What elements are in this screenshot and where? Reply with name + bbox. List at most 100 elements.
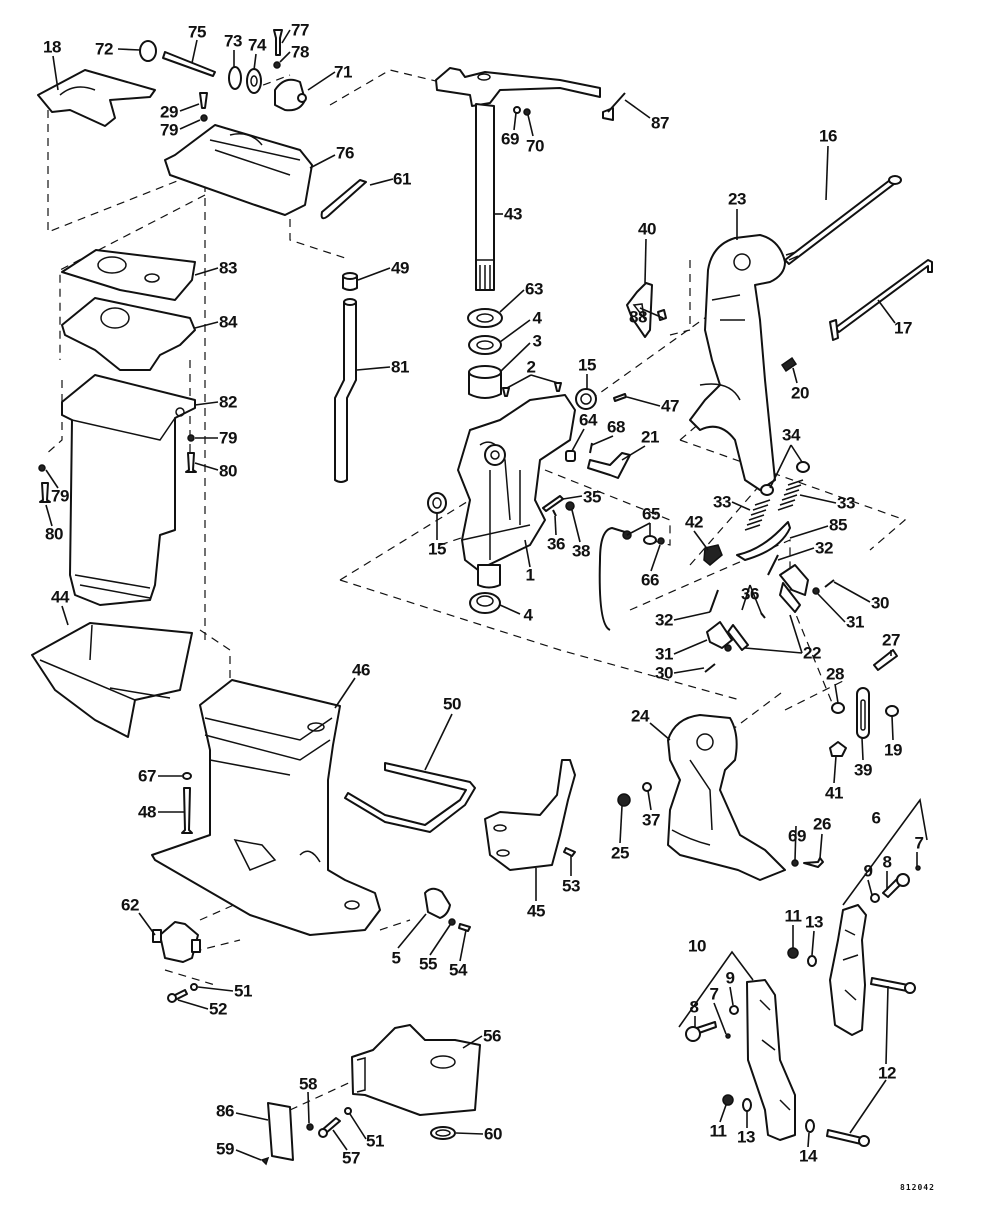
- callout-77: 77: [291, 20, 309, 40]
- part-15-washer-upper: [575, 388, 597, 410]
- part-43-stem: [475, 103, 495, 291]
- callout-8: 8: [882, 852, 892, 872]
- part-5-cap: [424, 887, 451, 919]
- callout-41: 41: [825, 783, 843, 803]
- callout-63: 63: [525, 279, 543, 299]
- callout-67: 67: [138, 766, 156, 786]
- part-69-nut-b: [791, 859, 799, 867]
- callout-85: 85: [829, 515, 847, 535]
- callout-79: 79: [160, 120, 178, 140]
- callout-86: 86: [216, 1101, 234, 1121]
- callout-52: 52: [209, 999, 227, 1019]
- callout-88: 88: [629, 307, 647, 327]
- part-61-tube: [320, 179, 367, 220]
- callout-82: 82: [219, 392, 237, 412]
- callout-36: 36: [741, 584, 759, 604]
- figure-id: 812042: [900, 1183, 935, 1192]
- part-68-pin: [589, 442, 593, 454]
- callout-34: 34: [782, 425, 800, 445]
- part-19-washer: [885, 705, 899, 717]
- part-45-lower-cover: [484, 759, 576, 871]
- part-11-nut-a: [787, 947, 799, 959]
- part-36-pin: [552, 509, 557, 517]
- callout-48: 48: [138, 802, 156, 822]
- callout-42: 42: [685, 512, 703, 532]
- callout-51: 51: [234, 981, 252, 1001]
- callout-3: 3: [532, 331, 542, 351]
- callout-17: 17: [894, 318, 912, 338]
- part-15-washer-lower: [427, 492, 447, 514]
- part-30-pin-right: [824, 579, 835, 588]
- callout-19: 19: [884, 740, 902, 760]
- part-63-washer: [467, 308, 503, 328]
- leader-lines: [45, 29, 918, 1161]
- callout-12: 12: [878, 1063, 896, 1083]
- callout-80: 80: [219, 461, 237, 481]
- part-80-screw-b: [39, 482, 51, 503]
- callout-24: 24: [631, 706, 649, 726]
- callout-54: 54: [449, 960, 467, 980]
- callout-70: 70: [526, 136, 544, 156]
- part-26-screw: [803, 857, 824, 868]
- part-13-washer-a: [807, 955, 817, 967]
- part-4-seal-upper: [468, 335, 502, 355]
- part-43-steering-arm: [435, 67, 601, 107]
- callout-32: 32: [655, 610, 673, 630]
- callout-16: 16: [819, 126, 837, 146]
- callout-40: 40: [638, 219, 656, 239]
- callout-13: 13: [737, 1127, 755, 1147]
- part-85-bar: [736, 521, 791, 561]
- part-51-washer-a: [190, 983, 198, 991]
- callout-80: 80: [45, 524, 63, 544]
- part-60-retaining-ring: [430, 1126, 456, 1140]
- callout-7: 7: [914, 833, 924, 853]
- callout-13: 13: [805, 912, 823, 932]
- callout-64: 64: [579, 410, 597, 430]
- callout-51: 51: [366, 1131, 384, 1151]
- callout-66: 66: [641, 570, 659, 590]
- callout-55: 55: [419, 954, 437, 974]
- part-17-rod: [834, 259, 933, 333]
- callout-61: 61: [393, 169, 411, 189]
- callout-75: 75: [188, 22, 206, 42]
- part-55-washer: [448, 918, 456, 926]
- callout-46: 46: [352, 660, 370, 680]
- callout-4: 4: [532, 308, 542, 328]
- part-39-link: [856, 687, 870, 739]
- part-58-nut: [306, 1123, 314, 1131]
- part-70-nut: [523, 108, 531, 116]
- callout-58: 58: [299, 1074, 317, 1094]
- callout-76: 76: [336, 143, 354, 163]
- callout-65: 65: [642, 504, 660, 524]
- part-42-clip: [703, 544, 723, 566]
- callout-38: 38: [572, 541, 590, 561]
- callout-11: 11: [784, 906, 802, 926]
- callout-4: 4: [523, 605, 533, 625]
- callout-78: 78: [291, 42, 309, 62]
- callout-83: 83: [219, 258, 237, 278]
- callout-32: 32: [815, 538, 833, 558]
- callout-72: 72: [95, 39, 113, 59]
- callout-30: 30: [871, 593, 889, 613]
- callout-43: 43: [504, 204, 522, 224]
- callout-9: 9: [725, 968, 735, 988]
- part-67-washer: [182, 772, 192, 780]
- part-86-plate: [267, 1102, 294, 1161]
- part-76-adaptor: [164, 124, 313, 216]
- part-24-pivot: [696, 733, 714, 751]
- callout-73: 73: [224, 31, 242, 51]
- part-2-fitting: [502, 387, 510, 397]
- callout-57: 57: [342, 1148, 360, 1168]
- callout-44: 44: [51, 587, 69, 607]
- part-33-springs: [744, 479, 804, 531]
- part-50-seal: [344, 762, 476, 833]
- callout-27: 27: [882, 630, 900, 650]
- callout-60: 60: [484, 1124, 502, 1144]
- callout-22: 22: [803, 643, 821, 663]
- callout-68: 68: [607, 417, 625, 437]
- callout-79: 79: [51, 486, 69, 506]
- part-9-washer-a: [870, 893, 880, 903]
- callout-33: 33: [837, 493, 855, 513]
- part-69-washer: [513, 106, 521, 114]
